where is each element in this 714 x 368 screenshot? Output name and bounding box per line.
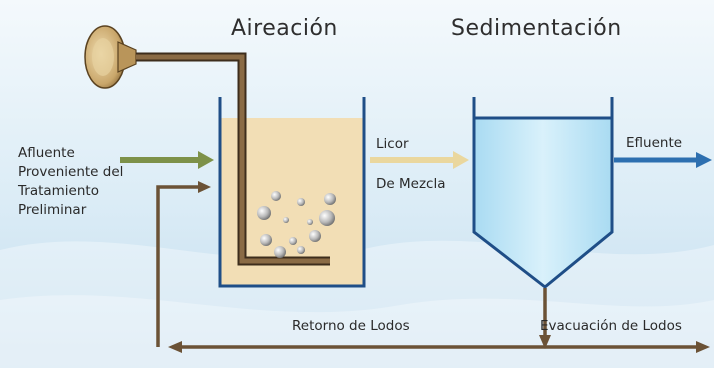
influent-label-line-3: Tratamiento [18,183,99,199]
sedimentation-title: Sedimentación [451,16,622,41]
air-bubble-icon [297,198,305,206]
sedimentation-tank [472,97,614,289]
return-arrowhead-left [168,341,182,353]
evacuation-arrowhead [696,341,710,353]
influent-arrow [120,151,214,169]
air-bubble-icon [324,193,336,205]
influent-label-line-4: Preliminar [18,202,87,218]
air-bubble-icon [271,191,281,201]
air-bubble-icon [274,246,286,258]
effluent-arrow [614,152,712,168]
air-bubble-icon [297,246,305,254]
air-bubble-icon [257,206,271,220]
influent-label-line-2: Proveniente del [18,164,124,180]
aeration-title: Aireación [231,16,338,41]
air-bubble-icon [289,237,297,245]
mixed-liquor-arrow [370,151,469,169]
aeration-tank-wall [218,97,366,288]
air-bubble-icon [309,230,321,242]
air-bubble-icon [319,210,335,226]
diffuser-pipe [239,118,330,264]
air-bubble-icon [283,217,289,223]
sludge-return-label: Retorno de Lodos [292,318,410,334]
sludge-evacuation-line [539,288,710,353]
mixed-liquor-label-2: De Mezcla [376,176,446,192]
sedimentation-tank-wall [472,97,614,289]
sludge-down-arrowhead [539,335,551,349]
sedimentation-liquid [474,118,612,287]
effluent-label: Efluente [626,135,683,151]
influent-label: Afluente Proveniente del Tratamiento Pre… [18,144,123,220]
air-bubble-icon [307,219,313,225]
influent-label-line-1: Afluente [18,145,75,161]
air-bubble-icon [260,234,272,246]
air-blower-icon [84,25,137,89]
return-arrowhead [198,181,211,193]
mixed-liquor-label-1: Licor [376,136,409,152]
sludge-return-line [156,181,698,353]
sludge-evacuation-label: Evacuación de Lodos [540,318,682,334]
air-bubbles [257,191,336,258]
